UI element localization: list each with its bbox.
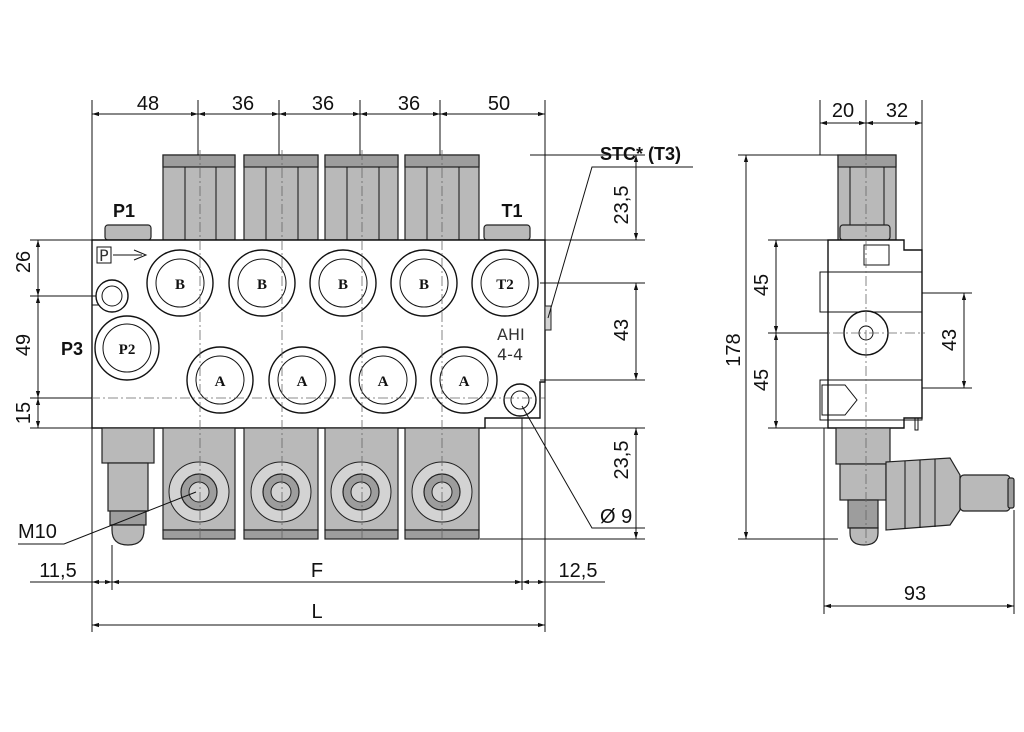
dim-right-23-5-bottom: 23,5 — [611, 441, 633, 480]
dim-side-45-top: 45 — [751, 274, 773, 296]
label-m10: M10 — [18, 521, 57, 543]
dim-side-43: 43 — [939, 329, 961, 351]
dim-bottom-11-5: 11,5 — [39, 560, 76, 582]
ahi-marking: AHI — [497, 325, 525, 344]
label-stc-t3: STC* (T3) — [600, 144, 681, 164]
dim-bottom-12-5: 12,5 — [559, 560, 598, 582]
code-marking: 4-4 — [497, 345, 523, 364]
port-label-b2: B — [257, 277, 267, 293]
bottom-spool-housings — [162, 427, 480, 540]
label-p3: P3 — [61, 339, 83, 359]
side-dimensions: 20 32 178 45 45 43 93 — [723, 100, 1015, 614]
port-label-a4: A — [459, 374, 470, 390]
port-label-a2: A — [297, 374, 308, 390]
dim-top-50: 50 — [488, 93, 510, 115]
dim-side-178: 178 — [723, 333, 745, 366]
dim-side-93: 93 — [904, 583, 926, 605]
dim-right-23-5-top: 23,5 — [611, 186, 633, 225]
port-label-b4: B — [419, 277, 429, 293]
dim-top-48: 48 — [137, 93, 159, 115]
b-ports — [146, 249, 539, 317]
port-label-a3: A — [378, 374, 389, 390]
port-label-p2: P2 — [119, 342, 136, 358]
dim-top-36a: 36 — [232, 93, 254, 115]
port-label-a1: A — [215, 374, 226, 390]
a-ports — [186, 346, 498, 414]
dim-side-top-32: 32 — [886, 100, 908, 122]
dim-right-43: 43 — [611, 319, 633, 341]
dim-left-15: 15 — [13, 402, 35, 424]
dim-bottom-f: F — [311, 560, 323, 582]
port-label-t2: T2 — [496, 277, 514, 293]
label-t1: T1 — [501, 201, 522, 221]
dim-bottom-l: L — [311, 601, 322, 623]
top-spool-caps — [162, 154, 480, 241]
dim-top-36b: 36 — [312, 93, 334, 115]
dim-left-49: 49 — [13, 334, 35, 356]
front-view: P B B B B T2 P2 — [90, 150, 552, 546]
side-view — [815, 150, 1015, 546]
p-arrow-label: P — [99, 246, 109, 265]
dim-side-top-20: 20 — [832, 100, 854, 122]
dim-diameter-9: Ø 9 — [600, 506, 632, 528]
dim-top-36c: 36 — [398, 93, 420, 115]
relief-valve — [101, 427, 155, 546]
dim-side-45-bottom: 45 — [751, 369, 773, 391]
port-label-b3: B — [338, 277, 348, 293]
label-p1: P1 — [113, 201, 135, 221]
front-dimensions: 48 36 36 36 50 P1 T1 P3 26 49 15 23,5 43… — [13, 93, 693, 632]
dim-left-26: 26 — [13, 251, 35, 273]
port-label-b1: B — [175, 277, 185, 293]
